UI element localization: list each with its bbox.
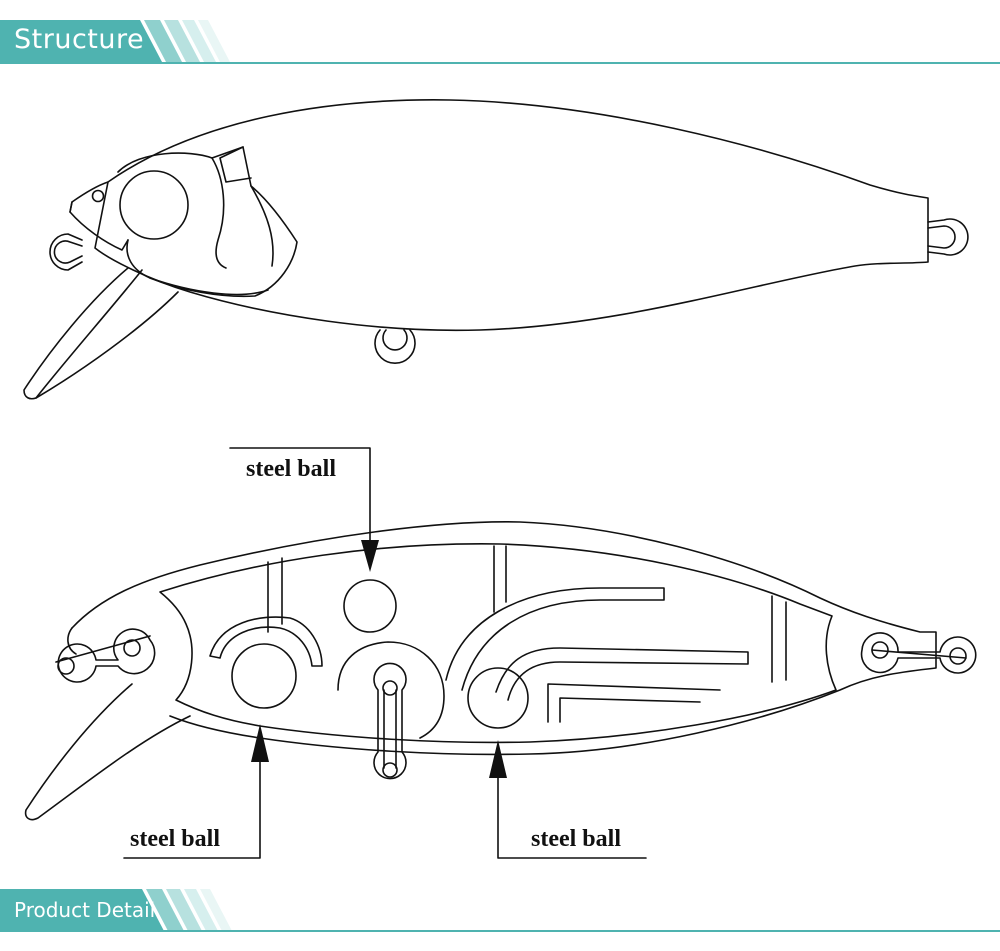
gill-plate: [117, 146, 298, 298]
belly-tie: [373, 662, 407, 780]
callout-label-bottom-left: steel ball: [130, 826, 220, 852]
inner-cavity: [159, 543, 837, 744]
belly-eye: [374, 329, 416, 364]
arrow-left: [251, 724, 269, 762]
header-tab: [0, 20, 230, 62]
product-detail-header: Product Detail: [0, 889, 1000, 933]
rear-steel-ball: [467, 667, 529, 729]
section-title-structure: Structure: [14, 24, 145, 55]
body-outline: [94, 99, 929, 332]
nose-tie: [57, 628, 156, 683]
callout-line-top: [229, 447, 371, 541]
arrow-top: [361, 540, 379, 572]
structure-header: Structure: [0, 20, 1000, 64]
arrow-right: [489, 740, 507, 778]
lip: [23, 267, 179, 400]
head-plate: [69, 181, 129, 251]
header-rule: [0, 930, 1000, 932]
callout-line-right: [497, 777, 647, 859]
lip-cutaway: [24, 683, 191, 821]
line-tie: [49, 233, 83, 271]
rear-rail: [495, 647, 749, 701]
lure-cutaway: [24, 447, 977, 859]
eye-circle: [119, 170, 189, 240]
shell-outline: [71, 521, 937, 756]
lure-exterior: [23, 99, 969, 400]
header-tab: [0, 889, 232, 931]
eye-dot: [91, 189, 105, 203]
tail-eye: [927, 218, 969, 256]
callout-label-top: steel ball: [246, 456, 336, 482]
top-steel-ball: [343, 579, 397, 633]
callout-line-left: [123, 761, 261, 859]
section-title-product-detail: Product Detail: [14, 898, 156, 922]
header-rule: [0, 62, 1000, 64]
tail-tie: [860, 632, 977, 674]
callout-label-bottom-right: steel ball: [531, 826, 621, 852]
front-steel-ball: [231, 643, 297, 709]
